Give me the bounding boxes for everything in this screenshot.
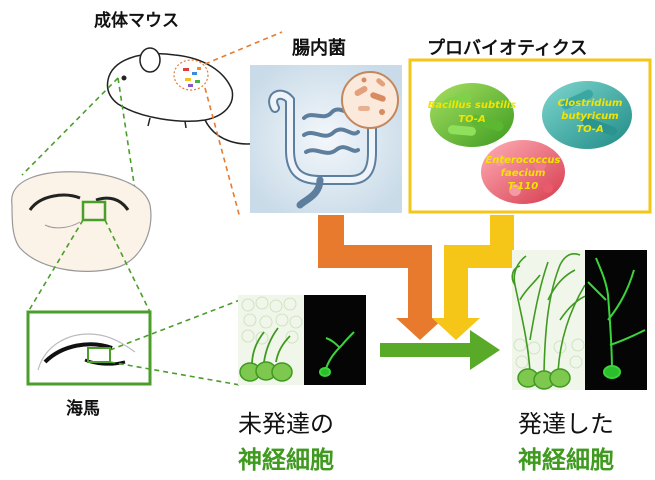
hippocampus-label: 海馬 <box>66 399 100 419</box>
ef-strain-label: T-110 <box>508 181 538 192</box>
cb-species-line1: Clostridium <box>558 98 623 109</box>
bacillus-subtilis-cluster <box>430 83 514 147</box>
cb-strain-label: TO-A <box>576 124 603 135</box>
ef-species-line2: faecium <box>501 168 546 179</box>
clostridium-butyricum-cluster <box>542 81 632 149</box>
probiotics-to-neuron-arrow <box>432 215 514 340</box>
mature-neuron-label-line2: 神経細胞 <box>518 446 614 474</box>
mature-neuron-signal <box>587 257 646 379</box>
immature-neuron-label-line1: 未発達の <box>238 410 334 438</box>
mature-neuron-label-line1: 発達した <box>518 410 614 438</box>
development-arrow <box>380 330 500 370</box>
gut-bacteria-panel <box>250 65 402 213</box>
cb-species-line2: butyricum <box>561 111 618 122</box>
bs-species-label: Bacillus subtilis <box>428 100 516 111</box>
probiotics-panel: Bacillus subtilis TO-A Clostridium butyr… <box>408 58 652 214</box>
hippocampus-highlight <box>81 200 107 222</box>
gut-to-neuron-arrow <box>318 215 444 340</box>
adult-mouse-label: 成体マウス <box>94 11 179 31</box>
immature-neuron-illustration <box>238 295 304 385</box>
bs-strain-label: TO-A <box>458 114 485 125</box>
gut-bacteria-label: 腸内菌 <box>292 38 346 59</box>
mouse-illustration <box>106 47 271 145</box>
probiotics-label: プロバイオティクス <box>427 38 588 59</box>
hippocampus-zoom <box>26 310 152 386</box>
mature-neuron-illustration <box>511 250 590 390</box>
immature-neuron-signal <box>319 331 355 377</box>
immature-neuron-micrograph <box>304 295 366 385</box>
immature-neuron-label-line2: 神経細胞 <box>238 446 334 474</box>
enterococcus-faecium-cluster <box>481 140 565 204</box>
ef-species-line1: Enterococcus <box>485 155 560 166</box>
